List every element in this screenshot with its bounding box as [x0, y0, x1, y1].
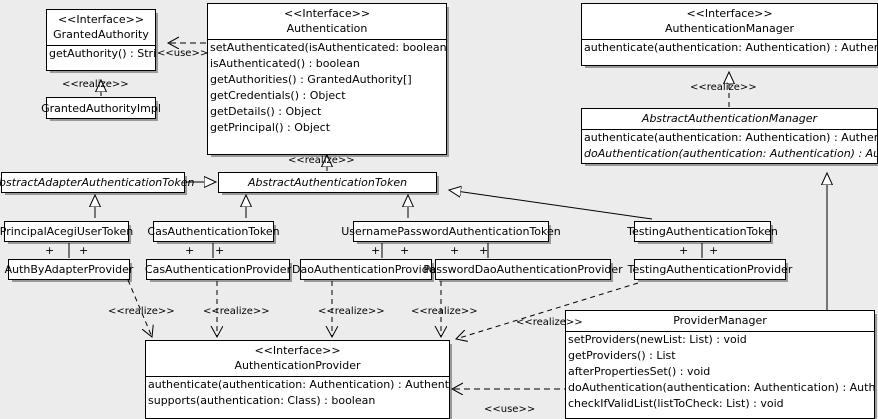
- compartment-divider: [582, 129, 877, 130]
- operation: authenticate(authentication: Authenticat…: [584, 41, 877, 54]
- class-header: AbstractAuthenticationManager: [582, 109, 877, 129]
- operations-compartment: authenticate(authentication: Authenticat…: [582, 40, 877, 56]
- class-name: UsernamePasswordAuthenticationToken: [341, 225, 561, 238]
- class-name: PasswordDaoAuthenticationProvider: [423, 263, 623, 276]
- class-name: CasAuthenticationProvider: [144, 263, 292, 276]
- edge-label-realize-cas-provider: <<realize>>: [203, 306, 270, 317]
- class-cas-authentication-provider[interactable]: CasAuthenticationProvider: [145, 259, 291, 280]
- class-header: ProviderManager: [566, 311, 874, 331]
- class-testing-authentication-token[interactable]: TestingAuthenticationToken: [627, 221, 778, 242]
- stereotype-label: <<Interface>>: [686, 7, 773, 20]
- class-name: PrincipalAcegiUserToken: [0, 225, 134, 238]
- operation: doAuthentication(authentication: Authent…: [568, 381, 874, 394]
- operation: getAuthority() : String: [49, 47, 155, 60]
- class-name: GrantedAuthority: [53, 28, 149, 41]
- operation: setAuthenticated(isAuthenticated: boolea…: [210, 41, 446, 54]
- operations-compartment: setProviders(newList: List) : void getPr…: [566, 332, 874, 412]
- association-end-plus: +: [709, 244, 719, 257]
- class-name: AbstractAuthenticationToken: [247, 176, 408, 189]
- operation: authenticate(authentication: Authenticat…: [148, 378, 449, 391]
- class-abstract-authentication-token[interactable]: AbstractAuthenticationToken: [218, 172, 437, 193]
- operations-compartment: getAuthority() : String: [47, 46, 155, 62]
- association-end-plus: +: [79, 244, 89, 257]
- class-dao-authentication-provider[interactable]: DaoAuthenticationProvider: [292, 259, 440, 280]
- association-end-plus: +: [400, 244, 410, 257]
- class-authentication[interactable]: <<Interface>> Authentication setAuthenti…: [207, 3, 447, 155]
- class-header: <<Interface>> GrantedAuthority: [47, 10, 155, 45]
- operation: afterPropertiesSet() : void: [568, 365, 711, 378]
- class-principal-acegi-user-token[interactable]: PrincipalAcegiUserToken: [0, 221, 133, 242]
- class-name: DaoAuthenticationProvider: [292, 263, 440, 276]
- edge-label-realize-granted-authority: <<realize>>: [62, 79, 129, 90]
- class-abstract-adapter-authentication-token[interactable]: AbstractAdapterAuthenticationToken: [0, 172, 194, 193]
- class-name: Authentication: [286, 22, 368, 35]
- association-end-plus: +: [185, 244, 195, 257]
- class-header: <<Interface>> AuthenticationManager: [582, 4, 877, 39]
- class-provider-manager[interactable]: ProviderManager setProviders(newList: Li…: [565, 310, 875, 419]
- class-header: <<Interface>> Authentication: [208, 4, 446, 39]
- operation: checkIfValidList(listToCheck: List) : vo…: [568, 397, 784, 410]
- stereotype-label: <<Interface>>: [57, 13, 145, 26]
- edge-label-realize-password-dao-provider: <<realize>>: [411, 306, 478, 317]
- edge-label-use-authentication-provider: <<use>>: [484, 404, 536, 415]
- class-name: ProviderManager: [673, 314, 767, 327]
- operations-compartment: authenticate(authentication: Authenticat…: [582, 130, 877, 162]
- association-end-plus: +: [215, 244, 225, 257]
- association-end-plus: +: [450, 244, 460, 257]
- class-name: CasAuthenticationToken: [147, 225, 280, 238]
- class-name: AuthenticationManager: [665, 22, 794, 35]
- operation: getAuthorities() : GrantedAuthority[]: [210, 73, 412, 86]
- operations-compartment: authenticate(authentication: Authenticat…: [146, 377, 449, 409]
- association-end-plus: +: [371, 244, 381, 257]
- operation: setProviders(newList: List) : void: [568, 333, 747, 346]
- class-header: <<Interface>> AuthenticationProvider: [146, 341, 449, 376]
- operation: getProviders() : List: [568, 349, 676, 362]
- class-name: AuthenticationProvider: [234, 359, 361, 372]
- class-cas-authentication-token[interactable]: CasAuthenticationToken: [147, 221, 280, 242]
- operation: doAuthentication(authentication: Authent…: [584, 147, 877, 160]
- class-name: GrantedAuthorityImpl: [41, 101, 161, 115]
- compartment-divider: [582, 39, 877, 40]
- class-username-password-authentication-token[interactable]: UsernamePasswordAuthenticationToken: [341, 221, 561, 242]
- edge-label-realize-dao-provider: <<realize>>: [318, 306, 385, 317]
- association-end-plus: +: [679, 244, 689, 257]
- class-name: AbstractAuthenticationManager: [641, 112, 818, 125]
- class-name: AuthByAdapterProvider: [4, 263, 134, 276]
- compartment-divider: [146, 376, 449, 377]
- class-password-dao-authentication-provider[interactable]: PasswordDaoAuthenticationProvider: [423, 259, 623, 280]
- class-auth-by-adapter-provider[interactable]: AuthByAdapterProvider: [5, 259, 133, 280]
- class-name: AbstractAdapterAuthenticationToken: [0, 176, 195, 189]
- class-granted-authority-impl[interactable]: GrantedAuthorityImpl: [41, 97, 161, 119]
- operation: getPrincipal() : Object: [210, 121, 331, 134]
- class-name: TestingAuthenticationProvider: [627, 263, 793, 276]
- operations-compartment: setAuthenticated(isAuthenticated: boolea…: [208, 40, 446, 136]
- stereotype-label: <<Interface>>: [254, 344, 341, 357]
- operation: isAuthenticated() : boolean: [210, 57, 360, 70]
- stereotype-label: <<Interface>>: [283, 7, 371, 20]
- edge-label-use-granted-authority: <<use>>: [157, 48, 209, 59]
- operation: getDetails() : Object: [210, 105, 322, 118]
- operation: authenticate(authentication: Authenticat…: [584, 131, 877, 144]
- edge-label-realize-authentication: <<realize>>: [288, 155, 355, 166]
- class-authentication-provider[interactable]: <<Interface>> AuthenticationProvider aut…: [145, 340, 450, 419]
- edge-label-realize-authentication-manager: <<realize>>: [690, 82, 757, 93]
- edge-label-realize-auth-by-adapter: <<realize>>: [108, 306, 175, 317]
- operation: getCredentials() : Object: [210, 89, 346, 102]
- operation: supports(authentication: Class) : boolea…: [148, 394, 376, 407]
- compartment-divider: [208, 39, 446, 40]
- association-end-plus: +: [45, 244, 55, 257]
- compartment-divider: [566, 331, 874, 332]
- class-name: TestingAuthenticationToken: [627, 225, 778, 238]
- class-authentication-manager[interactable]: <<Interface>> AuthenticationManager auth…: [581, 3, 878, 66]
- association-end-plus: +: [479, 244, 489, 257]
- class-granted-authority[interactable]: <<Interface>> GrantedAuthority getAuthor…: [46, 9, 156, 71]
- class-testing-authentication-provider[interactable]: TestingAuthenticationProvider: [628, 259, 792, 280]
- compartment-divider: [47, 45, 155, 46]
- edge-label-realize-testing-provider: <<realize>>: [516, 317, 583, 328]
- class-abstract-authentication-manager[interactable]: AbstractAuthenticationManager authentica…: [581, 108, 878, 164]
